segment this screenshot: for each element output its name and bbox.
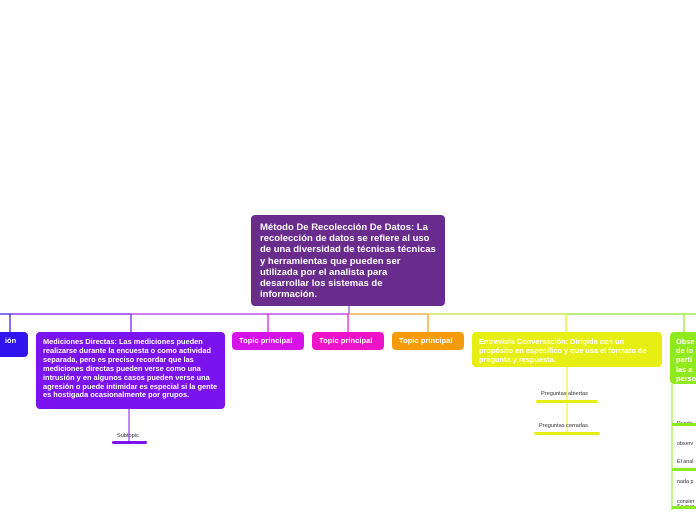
entrevista-subtopic-1-label[interactable]: Preguntas abiertas: [541, 391, 588, 397]
observacion-subtopic-2-line-3: consier: [677, 498, 695, 505]
observacion-subtopic-1-line-2: observ: [677, 440, 694, 447]
observacion-subtopic-1-underline: [672, 423, 696, 426]
observacion-line-3: parti: [676, 355, 693, 365]
observacion-subtopic-2-underline: [672, 468, 696, 471]
observacion-subtopic-2-line-2: nada p: [677, 478, 694, 485]
cut-off-left-node[interactable]: ión: [0, 332, 28, 357]
topic-principal-1-label: Topic principal: [239, 336, 293, 345]
mediciones-directas-text: Mediciones Directas: Las mediciones pued…: [43, 337, 218, 400]
mediciones-subtopic-label[interactable]: Subtopic: [117, 433, 139, 439]
entrevista-node[interactable]: Entrevista Conversación: Dirigida con un…: [472, 332, 662, 367]
mediciones-directas-node[interactable]: Mediciones Directas: Las mediciones pued…: [36, 332, 225, 409]
observacion-line-1: Obse: [676, 337, 695, 346]
observacion-line-2: de lo: [676, 346, 694, 356]
observacion-subtopic-2-line-1: El anal: [677, 459, 694, 466]
cut-off-left-node-text: ión: [5, 336, 17, 345]
observacion-line-5: perso: [676, 373, 696, 383]
entrevista-subtopic-1-underline: [536, 400, 598, 403]
entrevista-subtopic-2-label[interactable]: Preguntas cerradas.: [539, 423, 590, 429]
topic-principal-2[interactable]: Topic principal: [312, 332, 384, 350]
observacion-node[interactable]: Obse de lo parti las a perso: [670, 332, 696, 384]
topic-principal-1[interactable]: Topic principal: [232, 332, 304, 350]
central-topic-text: Método De Recolección De Datos: La recol…: [260, 222, 436, 301]
topic-principal-2-label: Topic principal: [319, 336, 373, 345]
central-topic-node[interactable]: Método De Recolección De Datos: La recol…: [251, 215, 445, 306]
observacion-line-4: las a: [676, 364, 693, 374]
entrevista-subtopic-2-underline: [534, 432, 600, 435]
observacion-subtopic-3-underline: [672, 506, 696, 509]
entrevista-text: Entrevista Conversación: Dirigida con un…: [479, 337, 647, 364]
topic-principal-3[interactable]: Topic principal: [392, 332, 464, 350]
observacion-subtopic-2[interactable]: El anal nada p consier: [677, 446, 694, 519]
mediciones-subtopic-underline: [112, 441, 147, 444]
topic-principal-3-label: Topic principal: [399, 336, 453, 345]
